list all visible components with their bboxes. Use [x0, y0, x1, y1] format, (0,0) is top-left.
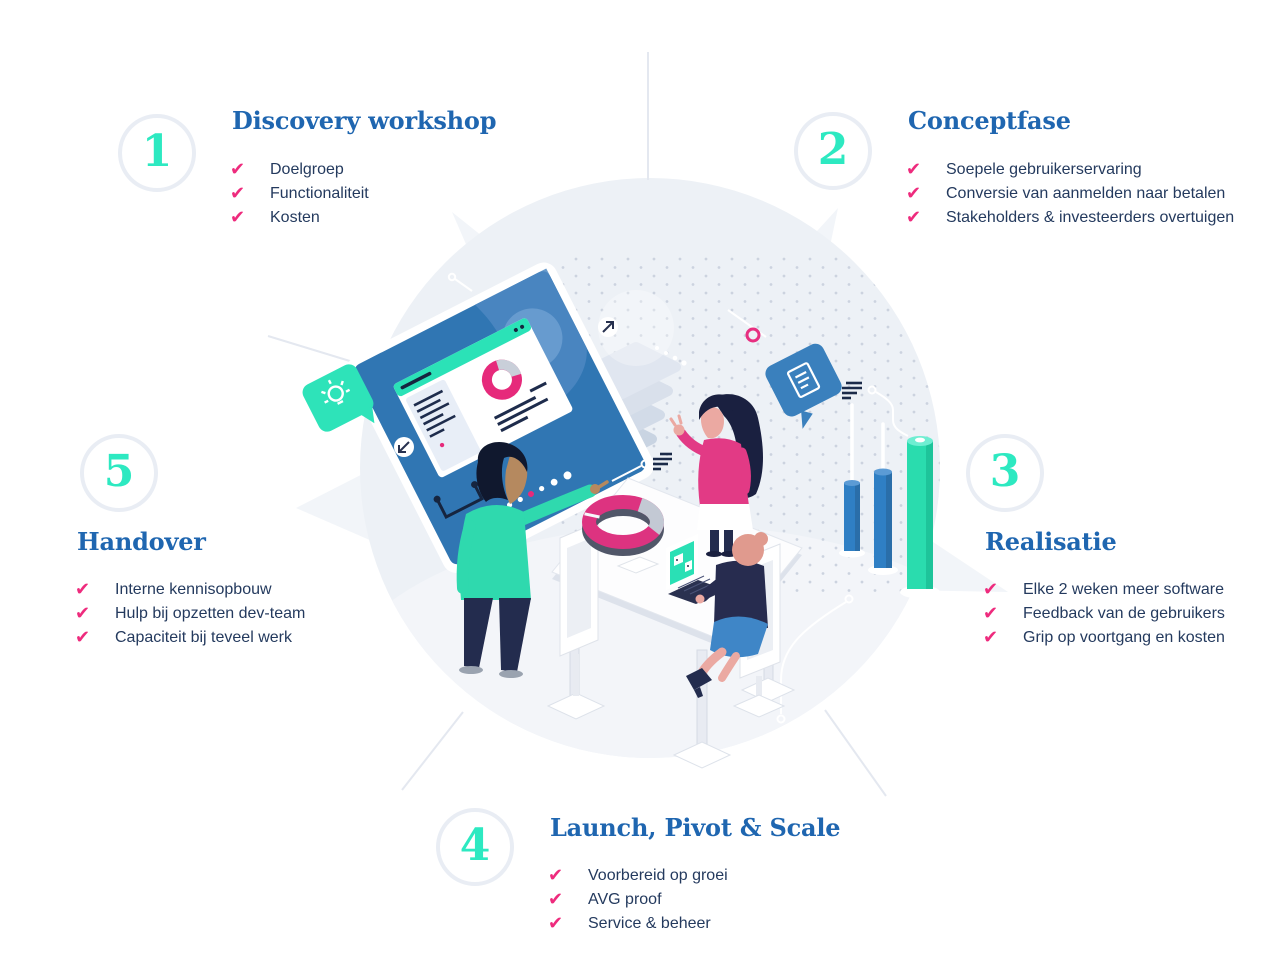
step-5-checklist: ✔Interne kennisopbouw ✔Hulp bij opzetten…: [75, 578, 305, 650]
check-icon: ✔: [906, 183, 922, 204]
step-4-title: Launch, Pivot & Scale: [550, 813, 841, 842]
checklist-item: ✔Service & beheer: [548, 913, 711, 934]
step-2-number: 2: [817, 124, 849, 175]
checklist-item: ✔Functionaliteit: [230, 183, 369, 204]
step-1-checklist: ✔Doelgroep ✔Functionaliteit ✔Kosten: [230, 158, 369, 230]
person-standing-woman: [669, 394, 763, 557]
step-4-checklist: ✔Voorbereid op groei ✔AVG proof ✔Service…: [548, 864, 728, 936]
check-icon: ✔: [75, 627, 91, 648]
check-icon: ✔: [230, 207, 246, 228]
window-donut-chart: [481, 359, 522, 400]
step-2-title: Conceptfase: [908, 106, 1071, 135]
lightbulb-icon: [321, 379, 351, 405]
chair-left: [559, 521, 599, 696]
bar-blue-2: [874, 468, 892, 568]
step-1-number: 1: [141, 126, 173, 177]
checklist-item: ✔Soepele gebruikerservaring: [906, 159, 1142, 180]
document-icon: [786, 362, 821, 398]
check-icon: ✔: [548, 865, 564, 886]
step-1-number-badge: 1: [118, 114, 196, 192]
step-1-title: Discovery workshop: [232, 106, 497, 135]
checklist-item: ✔AVG proof: [548, 889, 662, 910]
check-icon: ✔: [230, 183, 246, 204]
bar-blue-1: [844, 480, 860, 551]
step-3-title: Realisatie: [985, 527, 1117, 556]
checklist-item: ✔Voorbereid op groei: [548, 865, 728, 886]
check-icon: ✔: [983, 603, 999, 624]
check-icon: ✔: [75, 579, 91, 600]
check-icon: ✔: [983, 579, 999, 600]
checklist-item: ✔Kosten: [230, 207, 320, 228]
step-5-title: Handover: [77, 527, 206, 556]
person-presenter: [456, 442, 609, 678]
step-3-number-badge: 3: [966, 434, 1044, 512]
checklist-item: ✔Grip op voortgang en kosten: [983, 627, 1225, 648]
app-window: [393, 318, 573, 478]
presentation-screen: [346, 262, 654, 573]
step-4-number-badge: 4: [436, 808, 514, 886]
step-5-number: 5: [103, 446, 135, 497]
checklist-item: ✔Feedback van de gebruikers: [983, 603, 1225, 624]
check-icon: ✔: [906, 159, 922, 180]
document-speech-bubble: [765, 343, 842, 429]
circuit-lines: [447, 272, 909, 724]
arrow-badge-down-left: [394, 437, 414, 457]
arrow-badge-up-right: [598, 290, 674, 366]
list-lines-icon: [653, 452, 672, 471]
check-icon: ✔: [906, 207, 922, 228]
step-5-number-badge: 5: [80, 434, 158, 512]
step-3-checklist: ✔Elke 2 weken meer software ✔Feedback va…: [983, 578, 1225, 650]
bar-teal: [907, 436, 933, 589]
person-sitting-woman: [686, 532, 768, 698]
checklist-item: ✔Doelgroep: [230, 159, 344, 180]
screen-dot-row: [506, 471, 572, 508]
cylinder-bar-chart: [839, 403, 940, 599]
step-2-checklist: ✔Soepele gebruikerservaring ✔Conversie v…: [906, 158, 1234, 230]
check-icon: ✔: [230, 159, 246, 180]
checklist-item: ✔Conversie van aanmelden naar betalen: [906, 183, 1226, 204]
check-icon: ✔: [548, 913, 564, 934]
checklist-item: ✔Interne kennisopbouw: [75, 579, 272, 600]
list-lines-icon-2: [842, 381, 862, 400]
check-icon: ✔: [75, 603, 91, 624]
zigzag-connector: [433, 481, 484, 520]
check-icon: ✔: [983, 627, 999, 648]
checklist-item: ✔Stakeholders & investeerders overtuigen: [906, 207, 1235, 228]
donut-chart-3d: [582, 495, 664, 556]
step-3-number: 3: [989, 446, 1021, 497]
checklist-item: ✔Hulp bij opzetten dev-team: [75, 603, 306, 624]
step-4-number: 4: [459, 820, 491, 871]
notebook: [616, 556, 660, 574]
pink-ring: [745, 327, 761, 343]
checklist-item: ✔Capaciteit bij teveel werk: [75, 627, 292, 648]
check-icon: ✔: [548, 889, 564, 910]
step-2-number-badge: 2: [794, 112, 872, 190]
dotted-arc: [655, 346, 687, 366]
checklist-item: ✔Elke 2 weken meer software: [983, 579, 1224, 600]
idea-speech-bubble: [302, 364, 375, 432]
